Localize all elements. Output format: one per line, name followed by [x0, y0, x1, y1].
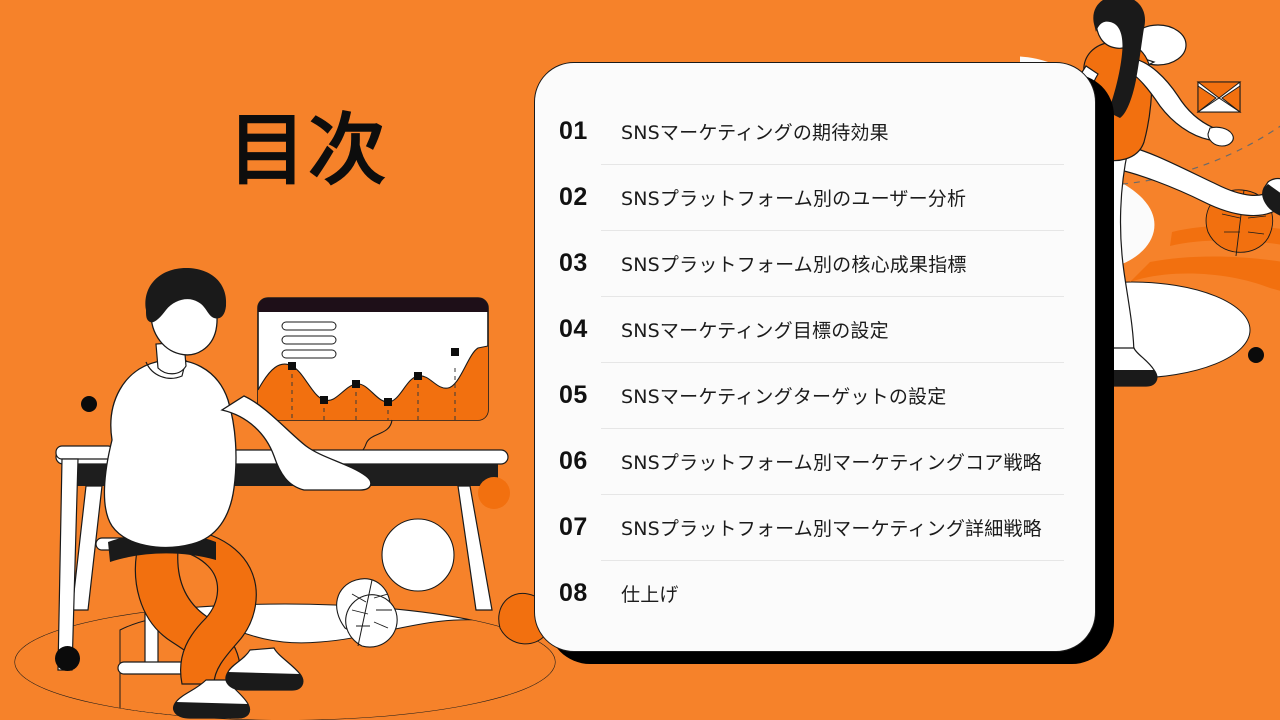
- toc-card: 01 SNSマーケティングの期待効果 02 SNSプラットフォーム別のユーザー分析 03…: [534, 62, 1096, 652]
- page-title: 目次: [228, 106, 389, 196]
- toc-separator: [601, 164, 1064, 166]
- toc-row[interactable]: 05 SNSマーケティングターゲットの設定: [559, 362, 1071, 428]
- seated-person: [103, 268, 372, 719]
- toc-item-number: 03: [559, 248, 588, 277]
- toc-item-label: SNSプラットフォーム別マーケティング詳細戦略: [621, 517, 1042, 540]
- toc-row[interactable]: 02 SNSプラットフォーム別のユーザー分析: [559, 164, 1071, 230]
- toc-separator: [601, 428, 1064, 430]
- toc-item-number: 02: [559, 182, 588, 211]
- plant-icon: [336, 578, 398, 648]
- toc-item-number: 04: [559, 314, 588, 343]
- toc-item-label: SNSマーケティングターゲットの設定: [621, 385, 947, 408]
- monitor-cable: [345, 419, 393, 455]
- toc-row[interactable]: 01 SNSマーケティングの期待効果: [559, 98, 1071, 164]
- decorative-dot-black-right: [1248, 347, 1264, 363]
- envelope-icon: [1196, 81, 1242, 114]
- monitor-text-lines: [281, 321, 337, 359]
- circle-decoration: [381, 518, 455, 592]
- toc-row[interactable]: 04 SNSマーケティング目標の設定: [559, 296, 1071, 362]
- toc-item-label: SNSマーケティング目標の設定: [621, 319, 889, 342]
- toc-row[interactable]: 03 SNSプラットフォーム別の核心成果指標: [559, 230, 1071, 296]
- desk-orange-dot: [478, 477, 510, 509]
- toc-item-label: SNSプラットフォーム別の核心成果指標: [621, 253, 967, 276]
- toc-list: 01 SNSマーケティングの期待効果 02 SNSプラットフォーム別のユーザー分析 03…: [535, 63, 1095, 651]
- toc-item-label: SNSプラットフォーム別のユーザー分析: [621, 187, 967, 210]
- toc-separator: [601, 494, 1064, 496]
- toc-item-number: 01: [559, 116, 588, 145]
- toc-item-number: 05: [559, 380, 588, 409]
- toc-separator: [601, 560, 1064, 562]
- person-at-desk-illustration: [0, 250, 560, 720]
- toc-item-number: 08: [559, 578, 588, 607]
- toc-item-number: 06: [559, 446, 588, 475]
- monitor: [257, 297, 489, 455]
- toc-separator: [601, 362, 1064, 364]
- toc-row[interactable]: 08 仕上げ: [559, 560, 1071, 626]
- toc-separator: [601, 230, 1064, 232]
- toc-item-label: SNSマーケティングの期待効果: [621, 121, 889, 144]
- toc-item-label: SNSプラットフォーム別マーケティングコア戦略: [621, 451, 1042, 474]
- toc-item-label: 仕上げ: [621, 583, 679, 606]
- toc-row[interactable]: 07 SNSプラットフォーム別マーケティング詳細戦略: [559, 494, 1071, 560]
- toc-separator: [601, 296, 1064, 298]
- chart-markers: [288, 348, 459, 406]
- toc-row[interactable]: 06 SNSプラットフォーム別マーケティングコア戦略: [559, 428, 1071, 494]
- decorative-dot-black-large: [55, 646, 80, 671]
- toc-item-number: 07: [559, 512, 588, 541]
- decorative-dot-black-small: [81, 396, 97, 412]
